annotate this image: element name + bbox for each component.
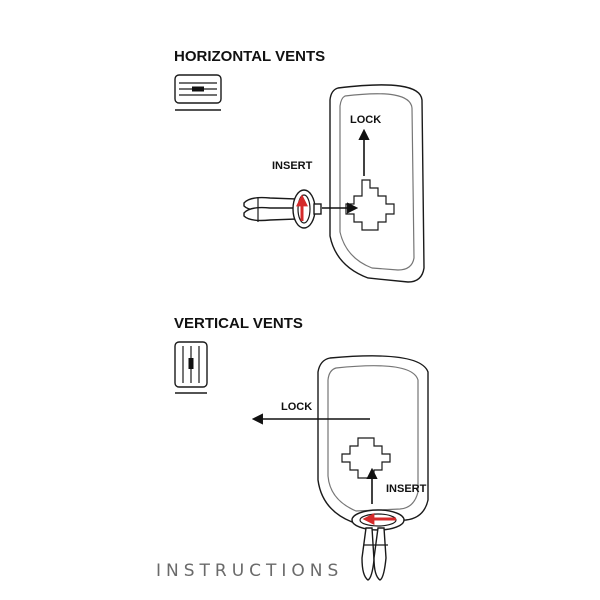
vertical-vent-icon (174, 341, 208, 394)
instructions-footer: INSTRUCTIONS (156, 561, 343, 581)
vent-clip (243, 189, 322, 229)
lock-label-vertical: LOCK (281, 401, 312, 413)
horizontal-vents-title: HORIZONTAL VENTS (174, 48, 325, 65)
horizontal-vent-icon (174, 74, 222, 111)
phone-back-panel (329, 84, 425, 283)
horizontal-vents-section: HORIZONTAL VENTS (174, 48, 425, 283)
insert-label: INSERT (272, 160, 313, 172)
phone-back-panel-vertical (317, 355, 429, 523)
vertical-vents-title: VERTICAL VENTS (174, 315, 303, 332)
lock-label: LOCK (350, 114, 381, 126)
vertical-vents-section: VERTICAL VENTS (174, 315, 429, 581)
mount-socket-vertical (341, 437, 391, 479)
insert-label-vertical: INSERT (386, 483, 427, 495)
